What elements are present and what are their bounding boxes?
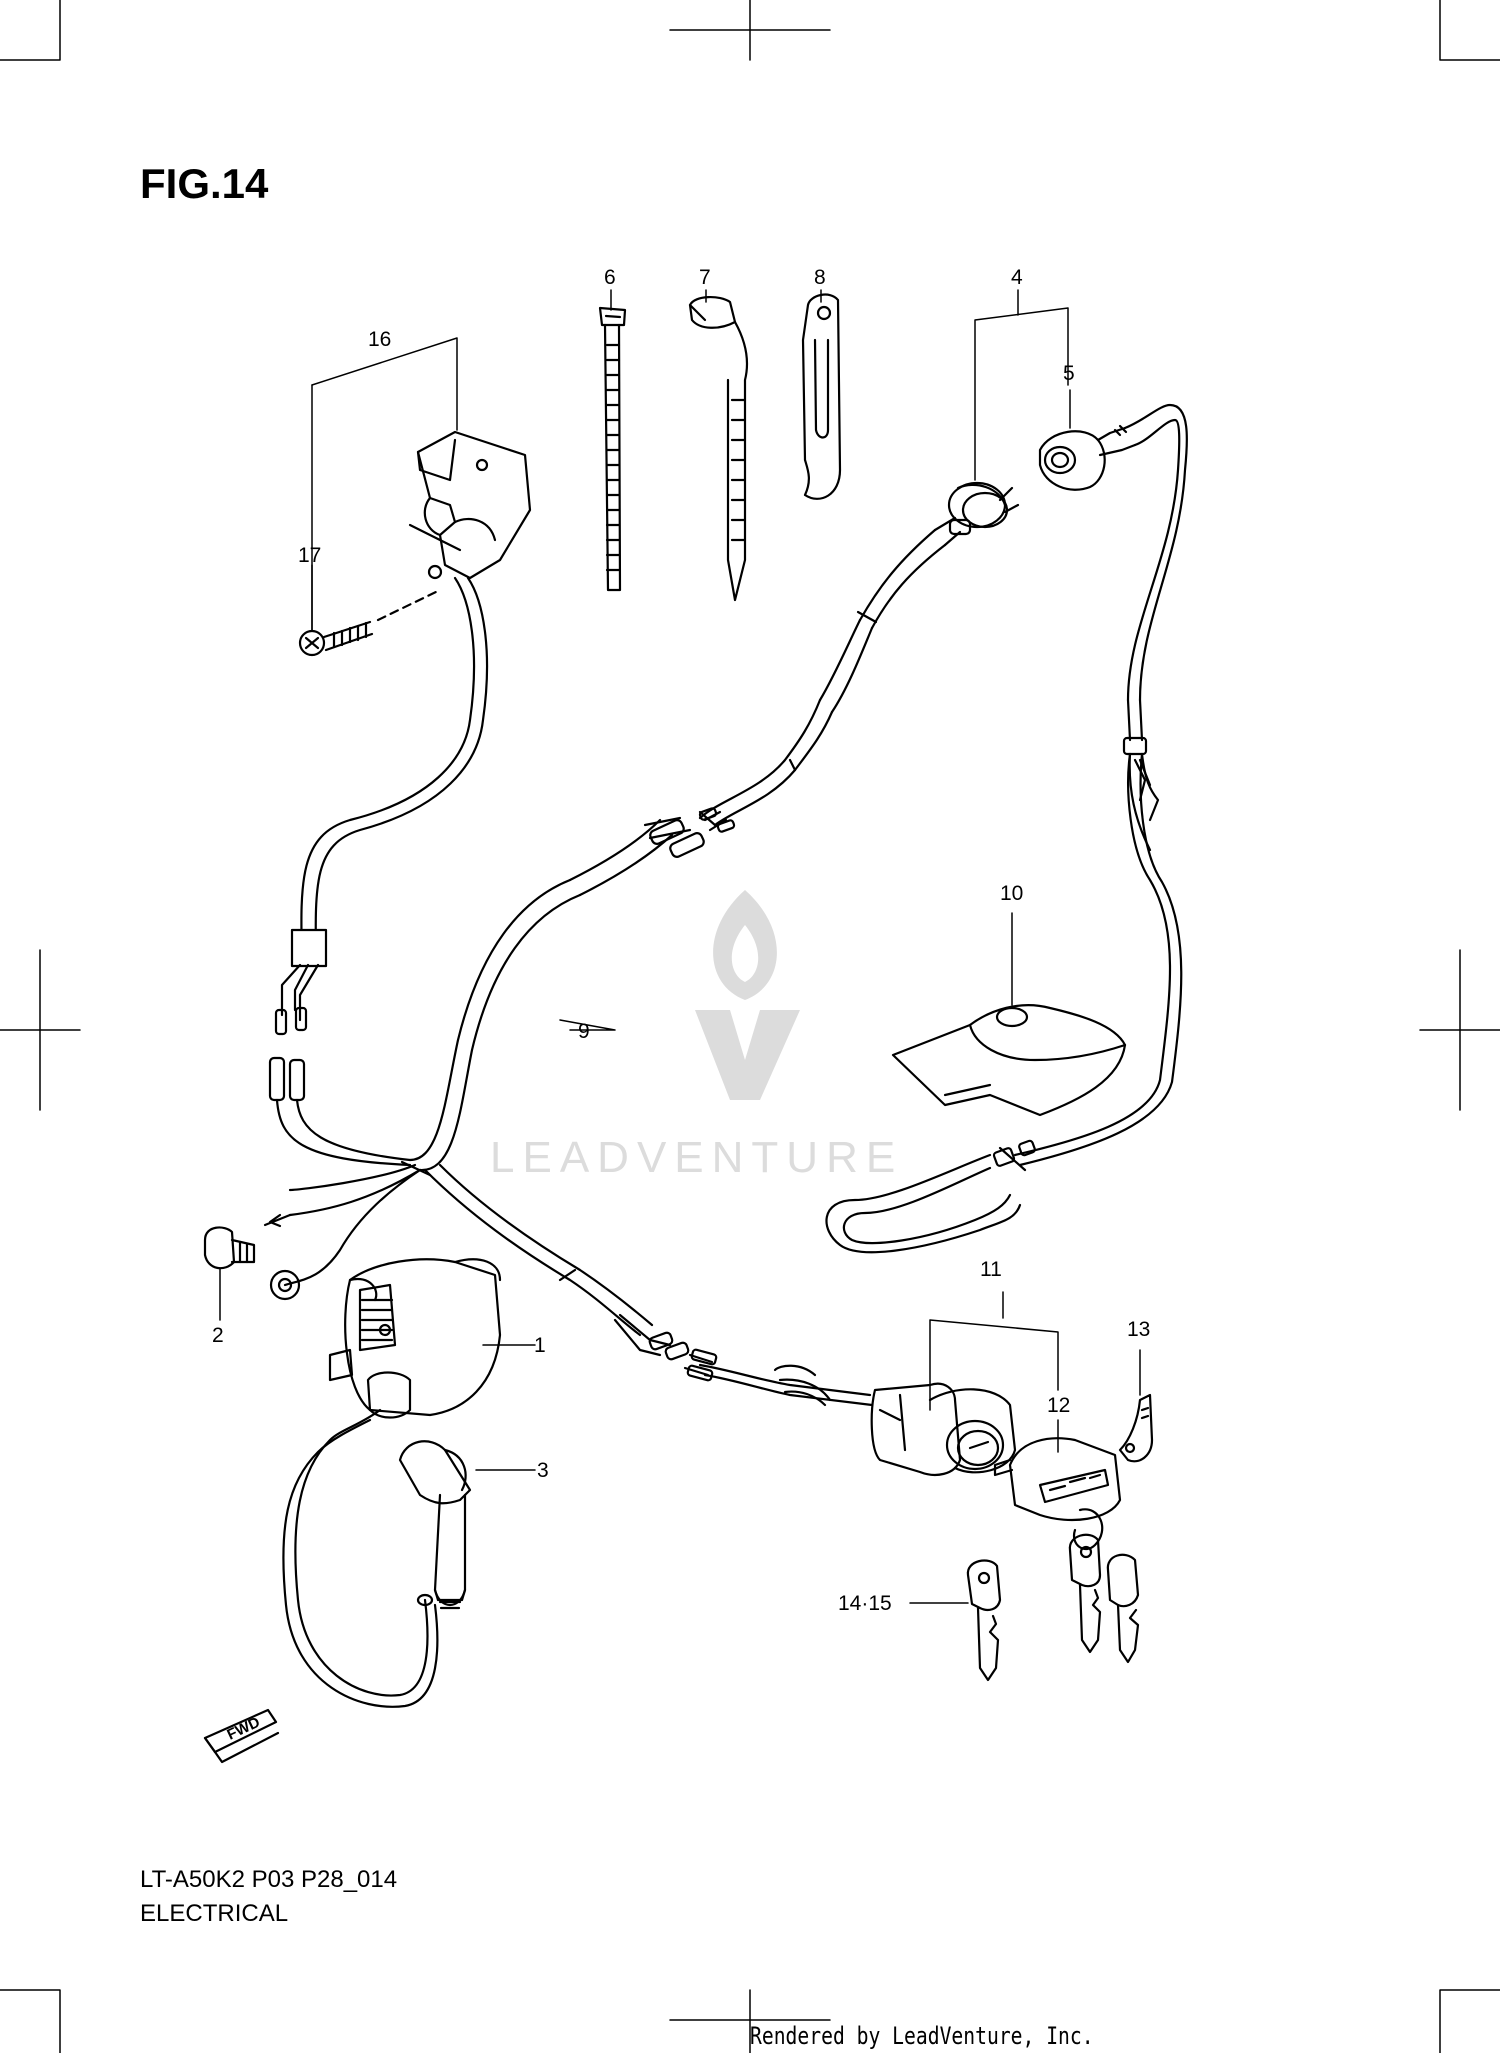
part-6-cable-tie xyxy=(598,306,627,592)
callout-7: 7 xyxy=(699,266,711,289)
part-2-bolt xyxy=(203,1226,256,1270)
forward-arrow-icon: FWD xyxy=(203,1708,280,1764)
callout-1: 1 xyxy=(534,1334,546,1357)
callout-8: 8 xyxy=(814,266,826,289)
callout-labels: 1 2 3 4 5 6 7 8 9 10 11 12 13 14·15 16 1… xyxy=(212,266,1150,1615)
part-8-clamp-band xyxy=(801,293,842,500)
figure-title: FIG.14 xyxy=(140,160,269,207)
callout-3: 3 xyxy=(537,1459,549,1482)
callout-17: 17 xyxy=(298,544,321,567)
part-17-screw xyxy=(298,588,442,657)
callout-5: 5 xyxy=(1063,362,1075,385)
part-13-key-tag xyxy=(1118,1393,1154,1463)
callout-10: 10 xyxy=(1000,882,1023,905)
leadventure-watermark: LEADVENTURE xyxy=(490,890,903,1182)
callout-6: 6 xyxy=(604,266,616,289)
part-10-lanyard-tag xyxy=(825,1004,1127,1254)
part-12-ignition-cap xyxy=(993,1437,1122,1551)
part-4-stop-switch xyxy=(947,481,1020,536)
callout-11: 11 xyxy=(980,1258,1002,1281)
part-5-cap xyxy=(1038,424,1137,491)
part-16-switch-housing xyxy=(290,430,532,968)
connector-left-pins xyxy=(268,963,412,1167)
cable-right-side xyxy=(998,403,1188,1172)
callout-13: 13 xyxy=(1127,1318,1150,1341)
callout-12: 12 xyxy=(1047,1394,1070,1417)
forward-arrow-label: FWD xyxy=(225,1714,263,1744)
part-14-15-keys xyxy=(966,1533,1140,1682)
rendered-by-footer: Rendered by LeadVenture, Inc. xyxy=(750,2022,1094,2050)
callout-4: 4 xyxy=(1011,266,1023,289)
part-11-ignition-switch xyxy=(683,1348,1017,1476)
callout-9: 9 xyxy=(578,1020,590,1043)
watermark-text: LEADVENTURE xyxy=(490,1133,903,1182)
cable-to-part-4 xyxy=(698,516,962,833)
callout-2: 2 xyxy=(212,1324,224,1347)
callout-16: 16 xyxy=(368,328,391,351)
part-9-wiring-harness xyxy=(263,816,705,1361)
leader-lines xyxy=(219,289,1141,1604)
part-7-cable-clamp xyxy=(688,296,749,602)
diagram-caption: ELECTRICAL xyxy=(140,1900,289,1927)
callout-14-15: 14·15 xyxy=(838,1592,892,1615)
part-3-spark-plug-cap xyxy=(398,1440,472,1610)
part-1-ignition-coil xyxy=(282,1258,502,1708)
model-code: LT-A50K2 P03 P28_014 xyxy=(140,1866,398,1893)
